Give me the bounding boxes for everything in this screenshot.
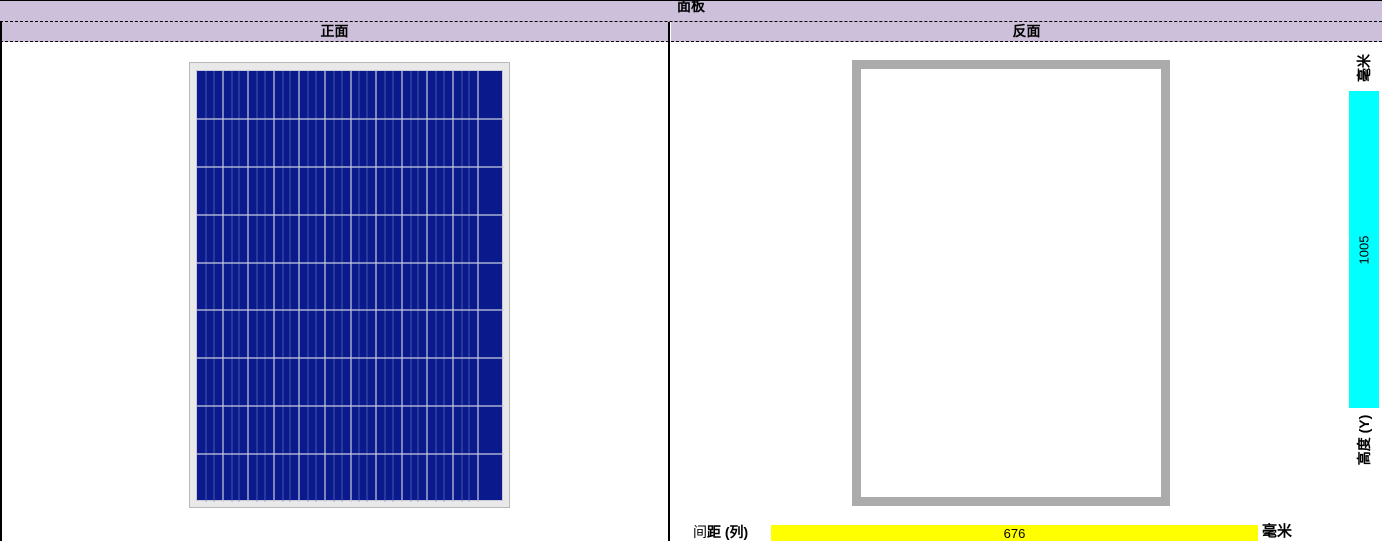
back-header: 反面: [1012, 23, 1041, 39]
height-unit: 毫米: [1356, 54, 1372, 82]
spacing-value-field[interactable]: 676: [771, 525, 1258, 541]
front-panel-cells: [196, 70, 504, 502]
title-row: 面板: [0, 0, 1382, 22]
back-panel-frame: [852, 60, 1170, 506]
center-divider: [668, 22, 670, 541]
front-header-cell: 正面: [0, 22, 669, 42]
spacing-label-prefix: 间: [693, 524, 707, 540]
spacing-label-rest: 距 (列): [707, 524, 749, 540]
panel-title: 面板: [677, 0, 705, 14]
height-value: 1005: [1356, 235, 1372, 264]
spacing-unit: 毫米: [1262, 523, 1293, 540]
height-label: 高度 (Y): [1356, 414, 1372, 466]
spacing-label: 间距 (列): [693, 524, 748, 541]
front-header: 正面: [320, 23, 349, 39]
left-border: [0, 22, 2, 541]
solar-cell-grid: [197, 71, 504, 502]
height-value-field[interactable]: 1005: [1349, 91, 1379, 408]
back-header-cell: 反面: [671, 22, 1382, 42]
